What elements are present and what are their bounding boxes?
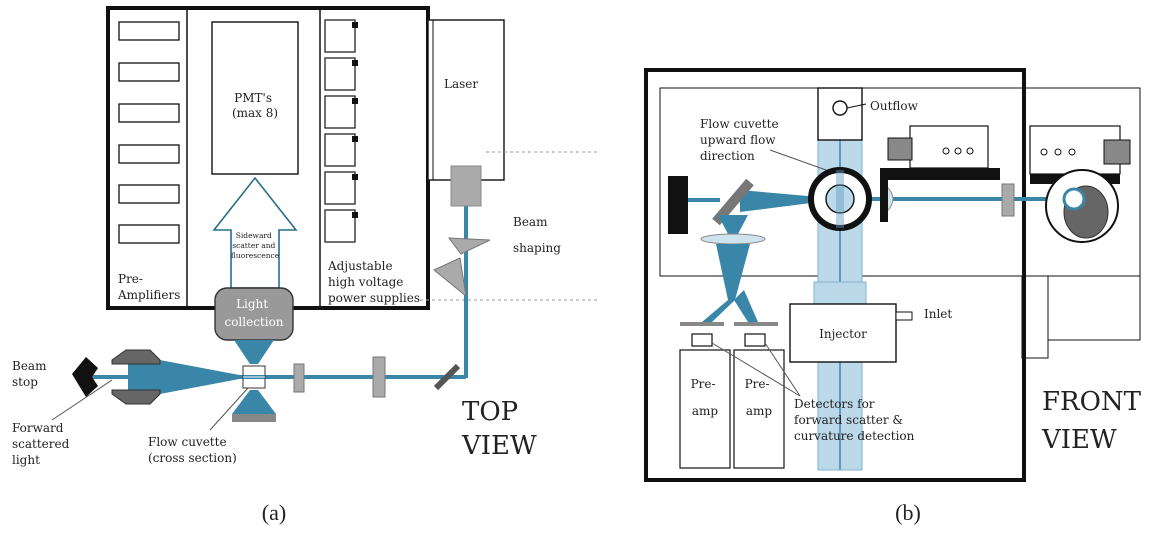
filter-b <box>1001 183 1015 217</box>
forward-scattered-label: Forward scattered light <box>12 421 73 467</box>
outflow-port-icon <box>832 100 848 116</box>
flow-cuvette-label-a: Flow cuvette (cross section) <box>148 435 237 465</box>
laser-label: Laser <box>444 77 478 91</box>
panel-b: Outflow Flow cuvette upward flow directi… <box>644 68 1149 525</box>
beam-stop-label: Beam stop <box>12 359 50 389</box>
preamp-left-box <box>679 349 731 469</box>
beam-stop-b <box>668 176 688 234</box>
flow-cuvette-label-b: Flow cuvette upward flow direction <box>700 117 782 163</box>
detector-right <box>744 333 766 347</box>
flow-cell-core <box>825 184 855 214</box>
front-view-label: FRONT VIEW <box>1041 387 1149 455</box>
split-beam-right <box>734 290 758 322</box>
sideward-label: Sideward scatter and fluorescence <box>231 231 280 260</box>
laser-box <box>427 19 505 181</box>
lens-b <box>700 233 766 245</box>
beam-expander <box>450 165 482 207</box>
mirror <box>433 363 461 391</box>
module-base-left <box>880 168 1000 180</box>
inlet-label: Inlet <box>924 307 952 321</box>
caption-a: (a) <box>262 500 286 525</box>
pmt-label: PMT's (max 8) <box>232 91 278 120</box>
injector-box <box>789 303 897 363</box>
caption-b: (b) <box>895 500 921 525</box>
forward-scatter-cone <box>128 354 250 400</box>
light-collection-box <box>214 287 294 341</box>
beam-shaping-label: Beam shaping <box>513 215 561 255</box>
split-beam-left <box>702 244 750 322</box>
detector-left <box>691 333 713 347</box>
side-cone-top <box>234 340 274 364</box>
top-view-label: TOP VIEW <box>461 397 537 461</box>
pre-amplifier-slots <box>118 21 180 244</box>
side-detector <box>232 414 276 422</box>
preamp-right-box <box>733 349 785 469</box>
filter-1 <box>293 363 305 393</box>
preamp-right-label: Pre- amp <box>745 377 774 418</box>
scatter-to-mirror <box>740 190 842 212</box>
prism-lower <box>433 257 467 298</box>
module-body-left <box>909 125 989 169</box>
sideward-arrow <box>212 176 298 289</box>
filter-2 <box>372 356 386 398</box>
detectors-label: Detectors for forward scatter & curvatur… <box>794 397 915 443</box>
preamp-left-label: Pre- amp <box>691 377 720 418</box>
inlet-port <box>895 311 913 321</box>
light-collection-label: Light collection <box>224 297 283 329</box>
prism-upper <box>447 237 491 255</box>
collector-upper <box>111 349 161 365</box>
outflow-label: Outflow <box>870 99 919 113</box>
pre-amplifiers-label: Pre- Amplifiers <box>117 272 180 302</box>
injector-label: Injector <box>819 327 867 341</box>
pmt-box <box>211 21 299 175</box>
front-housing <box>644 68 1026 482</box>
power-supply-modules <box>324 19 358 243</box>
side-cone-bottom <box>232 390 276 414</box>
panel-a: PMT's (max 8) Sideward scatter and fluor… <box>12 6 600 525</box>
collector-lower <box>111 389 161 405</box>
beam-stop-icon <box>72 357 98 397</box>
power-supplies-label: Adjustable high voltage power supplies <box>327 259 420 305</box>
